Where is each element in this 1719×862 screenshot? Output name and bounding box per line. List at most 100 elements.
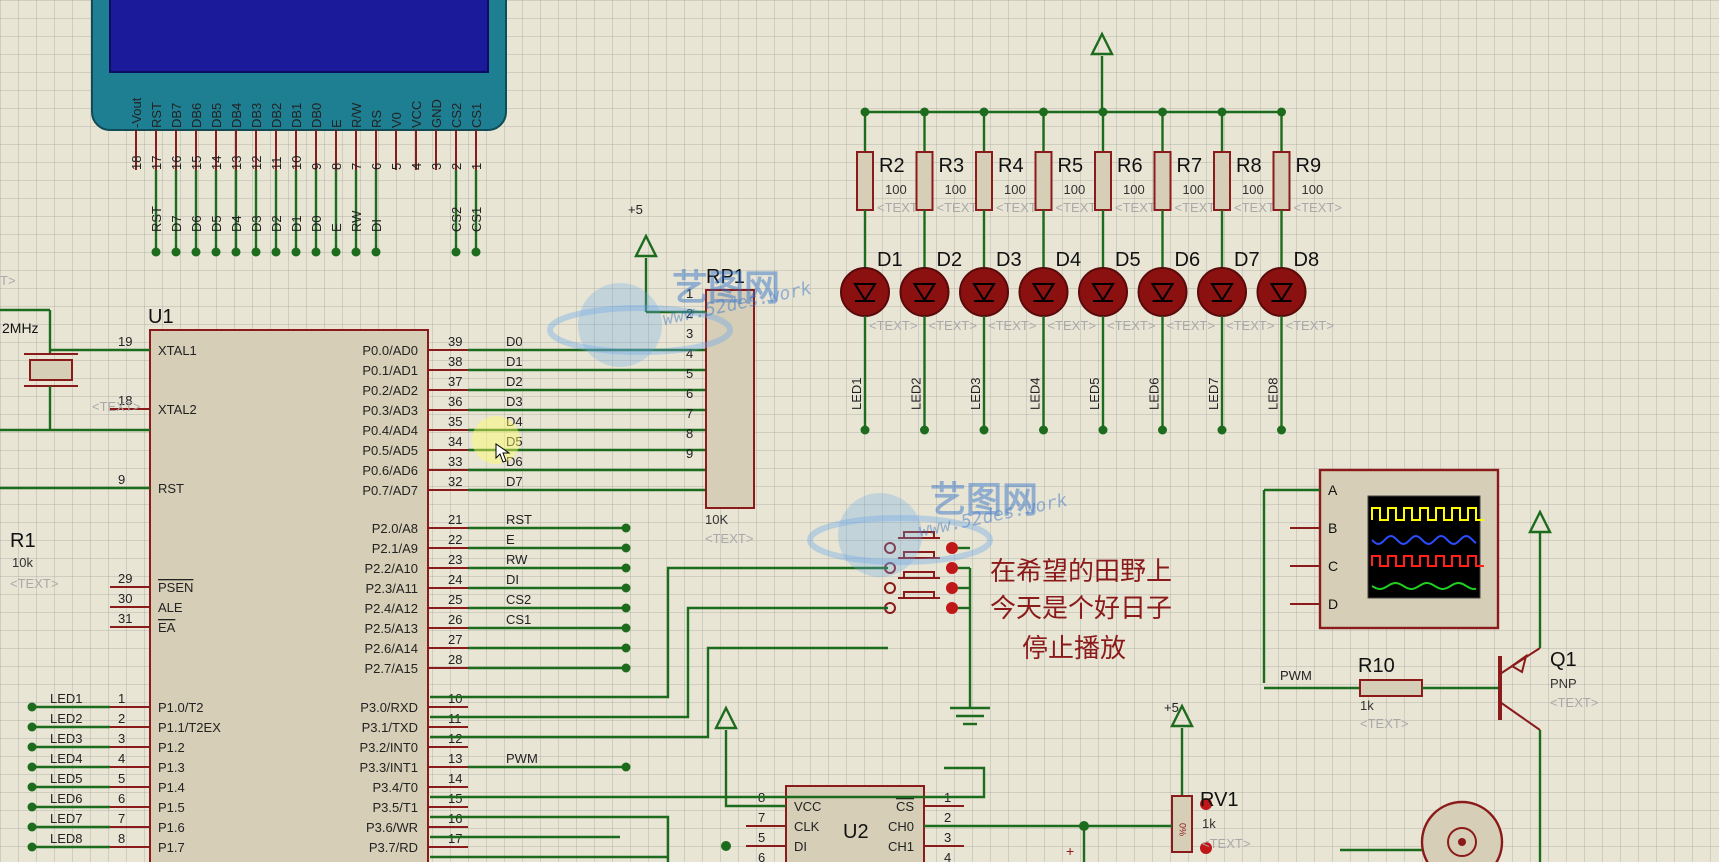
led-net-junction[interactable] <box>27 702 37 712</box>
scope-channel-label: B <box>1328 520 1337 536</box>
lcd-module[interactable]: -Vout18RST17DB716DB615DB514DB413DB312DB2… <box>91 0 507 257</box>
u2-right-pin-name: CH1 <box>888 839 914 854</box>
lcd-net-junction[interactable] <box>191 247 201 257</box>
u1-left-pin-number: 6 <box>118 791 125 806</box>
lcd-net-junction[interactable] <box>471 247 481 257</box>
resistor-body[interactable] <box>1272 151 1291 211</box>
led-body[interactable] <box>1256 267 1307 317</box>
resistor-text: <TEXT> <box>877 200 925 215</box>
led-net-junction[interactable] <box>1217 425 1227 435</box>
push-buttons[interactable]: 在希望的田野上 今天是个好日子 停止播放 <box>884 531 1172 726</box>
u1-right-net-label: RW <box>506 552 528 567</box>
p2-net-junction[interactable] <box>621 643 631 653</box>
q1-type: PNP <box>1550 676 1577 691</box>
button-contact[interactable] <box>884 582 896 594</box>
button-contact-active[interactable] <box>946 582 958 594</box>
u1-right-pin-name: P2.0/A8 <box>372 521 418 536</box>
lcd-net-junction[interactable] <box>451 247 461 257</box>
pwm-net-junction[interactable] <box>621 762 631 772</box>
lcd-net-junction[interactable] <box>151 247 161 257</box>
motor[interactable] <box>1340 800 1504 862</box>
led-body[interactable] <box>899 267 950 317</box>
button-label-2: 今天是个好日子 <box>990 594 1172 624</box>
lcd-net-junction[interactable] <box>351 247 361 257</box>
p2-net-junction[interactable] <box>621 523 631 533</box>
led-array[interactable]: R2100<TEXT>D1<TEXT>LED1R3100<TEXT>D2<TEX… <box>840 31 1342 435</box>
lcd-net-junction[interactable] <box>311 247 321 257</box>
p2-net-junction[interactable] <box>621 623 631 633</box>
u1-left-pin-number: 7 <box>118 811 125 826</box>
lcd-net-junction[interactable] <box>231 247 241 257</box>
u1-right-net-label: D5 <box>506 434 523 449</box>
wiring[interactable] <box>430 566 1172 862</box>
lcd-net-junction[interactable] <box>291 247 301 257</box>
button-contact-active[interactable] <box>946 542 958 554</box>
lcd-net-junction[interactable] <box>251 247 261 257</box>
led-net-junction[interactable] <box>979 425 989 435</box>
led-net-junction[interactable] <box>27 762 37 772</box>
lcd-pin-name: E <box>329 119 344 128</box>
u1-led-net-label: LED7 <box>50 811 83 826</box>
p2-net-junction[interactable] <box>621 563 631 573</box>
u1-led-net-label: LED3 <box>50 731 83 746</box>
resistor-body[interactable] <box>1213 151 1231 211</box>
p2-net-junction[interactable] <box>621 663 631 673</box>
u1-left-pin-number: 4 <box>118 751 125 766</box>
r10-resistor[interactable]: PWM R10 1k <TEXT> <box>1264 655 1500 731</box>
lcd-net-junction[interactable] <box>211 247 221 257</box>
led-body[interactable] <box>1078 267 1128 317</box>
q1-transistor[interactable]: Q1 PNP <TEXT> <box>1498 509 1598 862</box>
resistor-body[interactable] <box>915 151 934 211</box>
lcd-net-junction[interactable] <box>271 247 281 257</box>
led-net-junction[interactable] <box>27 822 37 832</box>
button-contact-active[interactable] <box>946 562 958 574</box>
u2-left-pin-name: VCC <box>794 799 821 814</box>
u2-left-pin-number: 6 <box>758 850 765 862</box>
button-contact-active[interactable] <box>946 602 958 614</box>
u1-chip[interactable]: U1 19XTAL118XTAL29RST29PSEN30ALE31EA1P1.… <box>27 306 707 862</box>
led-net-junction[interactable] <box>27 782 37 792</box>
led-net-label: LED4 <box>1028 377 1043 410</box>
led-net-junction[interactable] <box>1039 425 1048 435</box>
led-body[interactable] <box>1197 267 1247 317</box>
resistor-ref: R6 <box>1117 155 1143 177</box>
resistor-body[interactable] <box>856 151 874 211</box>
lcd-net-label: CS2 <box>449 207 464 232</box>
lcd-net-junction[interactable] <box>331 247 341 257</box>
led-net-junction[interactable] <box>860 425 870 435</box>
lcd-net-junction[interactable] <box>171 247 181 257</box>
button-contact[interactable] <box>884 542 896 554</box>
rv1-potentiometer[interactable]: +5 %0 RV1 1k <TEXT> + <box>1066 700 1250 859</box>
resistor-body[interactable] <box>975 151 993 211</box>
led-body[interactable] <box>1137 267 1188 317</box>
led-body[interactable] <box>840 267 890 317</box>
u2-left-pin-name: DI <box>794 839 807 854</box>
resistor-body[interactable] <box>1153 151 1172 211</box>
p2-net-junction[interactable] <box>621 603 631 613</box>
led-body[interactable] <box>959 267 1009 317</box>
p2-net-junction[interactable] <box>621 583 631 593</box>
led-net-junction[interactable] <box>1098 425 1108 435</box>
led-net-junction[interactable] <box>1277 425 1286 435</box>
led-net-junction[interactable] <box>920 425 929 435</box>
resistor-body[interactable] <box>1034 151 1053 211</box>
r10-text: <TEXT> <box>1360 716 1408 731</box>
led-net-junction[interactable] <box>27 842 37 852</box>
led-net-label: LED5 <box>1087 377 1102 410</box>
p2-net-junction[interactable] <box>621 543 631 553</box>
u1-left-pin-name: P1.6 <box>158 820 185 835</box>
led-net-junction[interactable] <box>27 722 37 732</box>
led-net-junction[interactable] <box>27 742 37 752</box>
led-net-junction[interactable] <box>1158 425 1167 435</box>
crystal[interactable]: 2MHz <TEXT> <box>0 308 150 432</box>
resistor-body[interactable] <box>1094 151 1112 211</box>
scope-channel-label: C <box>1328 558 1338 574</box>
led-net-junction[interactable] <box>27 802 37 812</box>
r1-resistor[interactable]: R1 10k <TEXT> T> <box>0 273 150 591</box>
rp1-value: 10K <box>705 512 728 527</box>
lcd-net-junction[interactable] <box>371 247 381 257</box>
led-body[interactable] <box>1018 267 1069 317</box>
